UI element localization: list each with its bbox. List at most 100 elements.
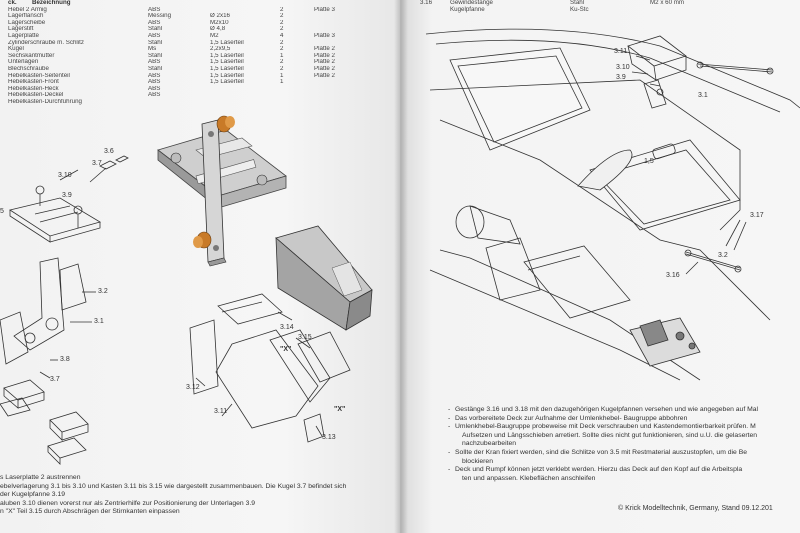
parts-header-part: ck. [8,0,17,6]
parts-cell-dim: 2,2x9,5 [210,46,231,53]
copyright-notice: © Krick Modelltechnik, Germany, Stand 09… [618,505,773,512]
parts-cell-note: Platte 2 [314,59,335,66]
left-exploded-drawing [0,115,373,465]
label-3-15: 3.15 [298,334,312,341]
parts-cell-name: Hebelkasten-Front [8,79,59,86]
right-part-row: 3.16 Gewindestange Stahl M2 x 60 mm [420,0,780,7]
parts-cell-note: Platte 2 [314,52,335,59]
instruction-left-line: n "X" Teil 3.15 durch Abschrägen der Sti… [0,508,180,516]
parts-table-header: ck. Bezeichnung [8,0,388,7]
instruction-left-line: der Kugelpfanne 3.19 [0,491,66,499]
label-r-3-2: 3.2 [718,252,728,259]
parts-cell-name: Hebelkasten-Heck [8,85,59,92]
parts-cell-name: Lagerscheibe [8,19,46,26]
label-r-3-17: 3.17 [750,212,764,219]
parts-cell-qty [280,92,314,99]
parts-cell-material: ABS [148,59,161,66]
parts-cell-qty: 2 [280,39,284,46]
parts-cell-note [314,92,374,99]
instruction-right-line: Das vorbereitete Deck zur Aufnahme der U… [448,415,800,424]
parts-cell-note [314,86,374,93]
parts-cell-name: Unterlagen [8,59,39,66]
parts-cell-name: Blechschraube [8,65,49,72]
parts-cell-qty: 4 [280,32,284,39]
parts-cell-qty: 1 [280,52,284,59]
parts-cell-material: Ms [148,46,157,53]
parts-cell-qty: 2 [280,65,284,72]
right-parts-table: 3.16 Gewindestange Stahl M2 x 60 mm Kuge… [420,0,780,13]
right-part-dim [650,7,730,14]
parts-cell-note: Platte 2 [314,46,335,53]
parts-cell-material: ABS [148,85,161,92]
parts-cell-qty: 2 [280,26,284,33]
instruction-right-line: Aufsetzen und Längsschieben arretiert. S… [462,431,758,439]
parts-cell-name: Hebel 2 Armig [8,6,47,13]
book-spine [394,0,408,533]
instruction-right-line: blockieren [462,457,493,465]
label-3-14: 3.14 [280,324,294,331]
lever-box-render [275,225,373,331]
right-part-material: Stahl [570,0,585,6]
instruction-left-line: s Laserplatte 2 austrennen [0,474,81,481]
parts-cell-qty: 2 [280,46,284,53]
parts-cell-note [314,40,374,47]
parts-cell-qty [280,86,314,93]
parts-table-row: Kugel Ms 2,2x9,5 2 Platte 2 [8,46,388,53]
label-r-3-11: 3.11 [614,48,628,55]
parts-cell-qty: 2 [280,6,284,13]
parts-cell-note [314,79,374,86]
instruction-right-line: Sollte der Kran fixiert werden, sind die… [448,449,800,458]
right-part-name: Kugelpfanne [450,5,485,13]
instructions-left: s Laserplatte 2 austrennen ebelverlageru… [0,474,395,517]
parts-cell-note: Platte 2 [314,72,335,79]
right-part-name: Gewindestange [450,0,493,6]
instruction-left-line: ebelverlagerung 3.1 bis 3.10 und Kasten … [0,482,347,490]
label-r-1-5: 1,5 [644,158,654,165]
parts-cell-note: Platte 3 [314,32,335,39]
instruction-right-line: ten und anpassen. Klebeflächen anschleif… [462,474,596,482]
parts-table-row: Hebelkasten-Durchführung [8,99,388,106]
parts-cell-dim: Ø 4,8 [210,26,226,33]
instructions-right: Gestänge 3.16 und 3.18 mit den dazugehör… [448,406,800,483]
parts-cell-dim: 1,5 Laserteil [210,79,244,86]
parts-cell-qty [280,99,314,106]
parts-table-row: Hebelkasten-Heck ABS [8,86,388,93]
parts-cell-material: Messing [148,13,172,20]
parts-header-name: Bezeichnung [32,0,71,6]
label-x-bottom: "X" [334,406,346,413]
parts-cell-dim: Ø 2x16 [210,13,230,20]
label-r-3-1: 3.1 [698,92,708,99]
parts-cell-dim [210,92,280,99]
label-3-7-top: 3.7 [92,160,102,167]
parts-cell-material: ABS [148,6,161,13]
parts-cell-material: ABS [148,79,161,86]
label-r-3-16: 3.16 [666,272,680,279]
parts-cell-dim [210,7,280,14]
lever-assembly-render [157,115,287,267]
parts-cell-dim [210,99,280,106]
right-part-material: Ku-Stc [570,5,589,13]
label-3-7-bottom: 3.7 [50,376,60,383]
parts-cell-note [314,13,374,20]
right-page: 3.16 Gewindestange Stahl M2 x 60 mm Kuge… [400,0,800,533]
label-x-top: "X" [280,346,292,353]
label-3-8: 3.8 [60,356,70,363]
parts-cell-dim: M2x10 [210,19,229,26]
parts-cell-qty: 2 [280,19,284,26]
parts-cell-name: Kugel [8,46,24,53]
parts-cell-name: Lagerplatte [8,32,39,39]
instruction-right-line: Umlenkhebel-Baugruppe probeweise mit Dec… [448,423,800,432]
parts-cell-name: Hebelkasten-Deckel [8,92,64,99]
label-3-11: 3.11 [214,408,228,415]
parts-cell-material: Stahl [148,39,163,46]
parts-cell-name: Lagerstift [8,26,34,33]
label-3-1: 3.1 [94,318,104,325]
label-r-3-10: 3.10 [616,64,630,71]
